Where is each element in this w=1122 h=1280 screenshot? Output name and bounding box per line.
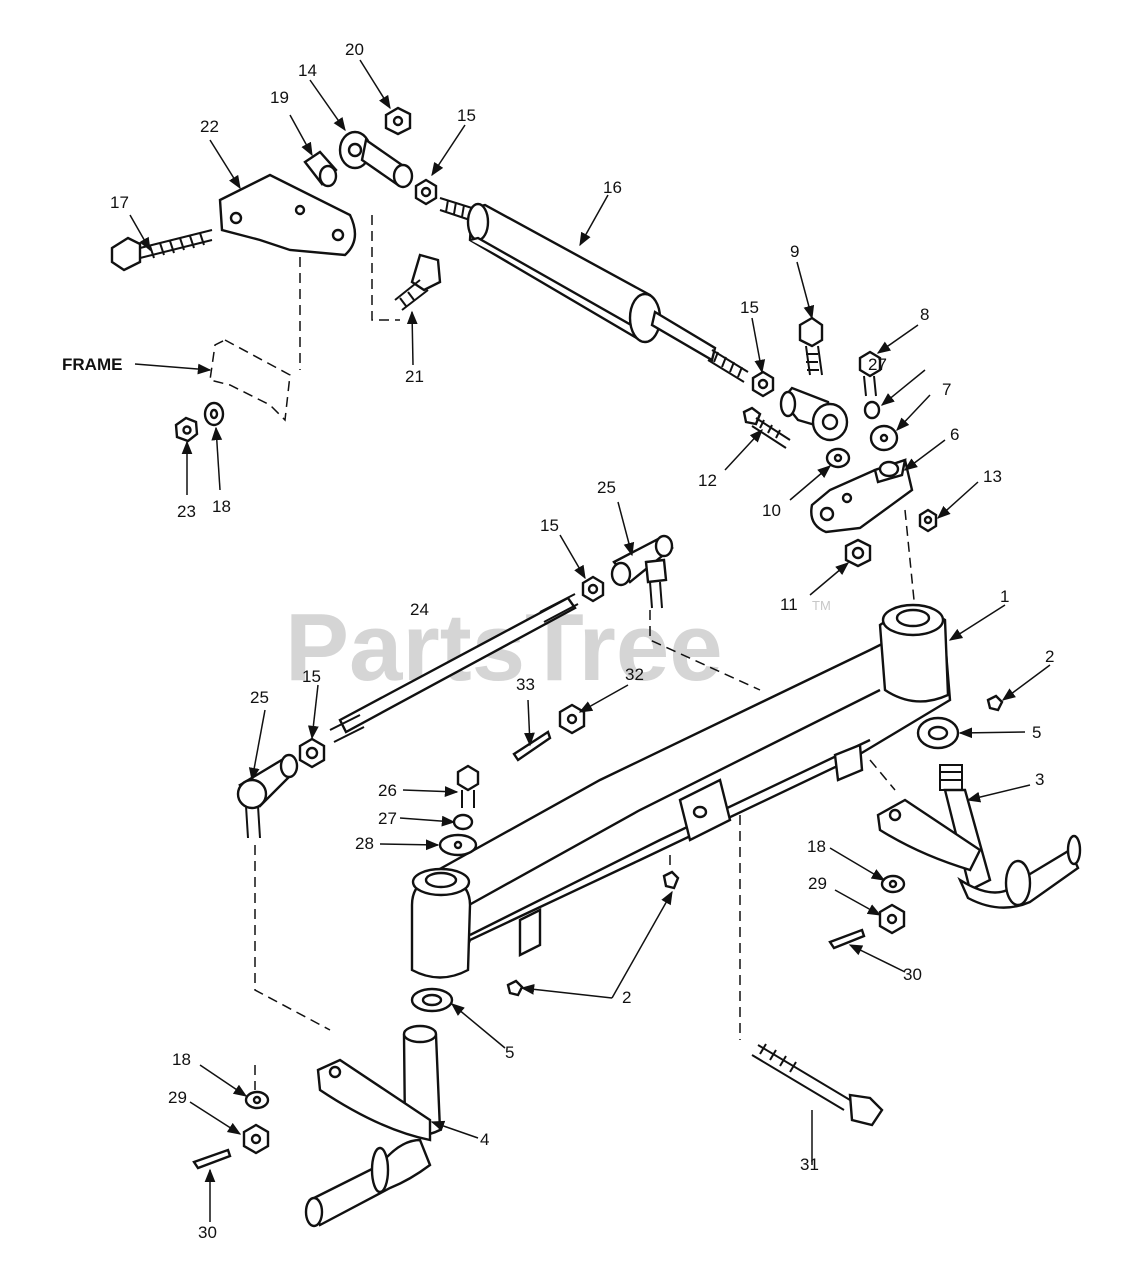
lock-washer-27-left <box>452 813 474 831</box>
label-21: 21 <box>405 367 424 386</box>
label-30-right: 30 <box>903 965 922 984</box>
castle-nut-29-left <box>242 1123 270 1155</box>
cotter-pin-30-left <box>192 1148 232 1170</box>
label-33: 33 <box>516 675 535 694</box>
washer-28 <box>438 833 478 857</box>
label-23: 23 <box>177 502 196 521</box>
label-20: 20 <box>345 40 364 59</box>
cotter-pin-33 <box>512 730 552 762</box>
bolt-21 <box>394 253 442 311</box>
tie-rod-24 <box>329 593 579 743</box>
lock-washer-27-top <box>863 400 881 420</box>
label-13: 13 <box>983 467 1002 486</box>
tie-rod-end-25-top <box>610 534 674 609</box>
label-17: 17 <box>110 193 129 212</box>
nut-11 <box>844 538 872 568</box>
label-18-left: 18 <box>172 1050 191 1069</box>
castle-nut-32 <box>558 703 586 735</box>
cotter-pin-30-right <box>828 928 866 950</box>
label-28: 28 <box>355 834 374 853</box>
bolt-17 <box>110 229 213 272</box>
label-27-left: 27 <box>378 809 397 828</box>
bolt-8 <box>858 350 882 397</box>
label-6: 6 <box>950 425 959 444</box>
washer-18-right <box>880 874 906 894</box>
label-25-top: 25 <box>597 478 616 497</box>
label-1: 1 <box>1000 587 1009 606</box>
rod-end-14 <box>338 130 414 189</box>
nut-15-middle <box>581 575 605 603</box>
label-4: 4 <box>480 1130 489 1149</box>
watermark-tm: TM <box>812 598 831 613</box>
label-16: 16 <box>603 178 622 197</box>
label-10: 10 <box>762 501 781 520</box>
label-11: 11 <box>780 595 798 614</box>
label-18-right: 18 <box>807 837 826 856</box>
washer-18-top <box>203 401 225 427</box>
tie-rod-end-25-left <box>236 753 299 839</box>
assembly-guide-lines <box>254 215 916 1090</box>
label-2-left: 2 <box>622 988 631 1007</box>
washer-5-right <box>916 716 960 750</box>
bolt-26 <box>456 764 480 808</box>
label-9: 9 <box>790 242 799 261</box>
grease-fitting-2-center <box>662 870 680 890</box>
nut-13 <box>918 508 938 533</box>
nut-15-top <box>414 178 438 206</box>
steering-arm-6 <box>810 458 914 534</box>
label-24: 24 <box>410 600 429 619</box>
label-27-top: 27 <box>868 355 887 374</box>
bolt-9 <box>798 316 824 376</box>
label-12: 12 <box>698 471 717 490</box>
label-14: 14 <box>298 61 317 80</box>
washer-5-left <box>410 987 454 1013</box>
label-5-right: 5 <box>1032 723 1041 742</box>
label-5-left: 5 <box>505 1043 514 1062</box>
steering-bracket-22 <box>218 173 357 257</box>
label-15-middle: 15 <box>540 516 559 535</box>
label-32: 32 <box>625 665 644 684</box>
washer-18-left <box>244 1090 270 1110</box>
rod-end-right <box>779 386 849 442</box>
bolt-12 <box>742 406 791 449</box>
bushing-19 <box>303 150 338 188</box>
steering-cylinder-16 <box>439 197 749 383</box>
label-18-top: 18 <box>212 497 231 516</box>
label-15-right: 15 <box>740 298 759 317</box>
grease-fitting-2-right <box>986 694 1004 712</box>
leader-lines <box>129 59 1051 1222</box>
castle-nut-29-right <box>878 903 906 935</box>
label-30-left: 30 <box>198 1223 217 1242</box>
nut-15-right <box>751 370 775 398</box>
label-8: 8 <box>920 305 929 324</box>
label-2-right: 2 <box>1045 647 1054 666</box>
grease-fitting-2-left <box>506 979 524 997</box>
nut-23 <box>174 416 199 443</box>
nut-15-left <box>298 737 326 769</box>
nut-20 <box>384 106 412 136</box>
label-15-left: 15 <box>302 667 321 686</box>
label-25-left: 25 <box>250 688 269 707</box>
washer-7 <box>869 424 899 452</box>
label-26: 26 <box>378 781 397 800</box>
front-axle-1 <box>410 603 952 979</box>
label-29-left: 29 <box>168 1088 187 1107</box>
label-29-right: 29 <box>808 874 827 893</box>
label-31: 31 <box>800 1155 819 1174</box>
label-19: 19 <box>270 88 289 107</box>
bolt-31 <box>751 1043 884 1127</box>
label-15-top: 15 <box>457 106 476 125</box>
callout-labels: FRAME 1 2 2 3 4 5 5 6 7 8 9 10 11 12 13 … <box>62 40 1054 1242</box>
label-22: 22 <box>200 117 219 136</box>
label-frame: FRAME <box>62 355 122 374</box>
spindle-3 <box>876 764 1082 909</box>
washer-10 <box>825 447 851 469</box>
frame-bracket <box>209 339 291 422</box>
label-3: 3 <box>1035 770 1044 789</box>
label-7: 7 <box>942 380 951 399</box>
spindle-4 <box>304 1024 442 1228</box>
